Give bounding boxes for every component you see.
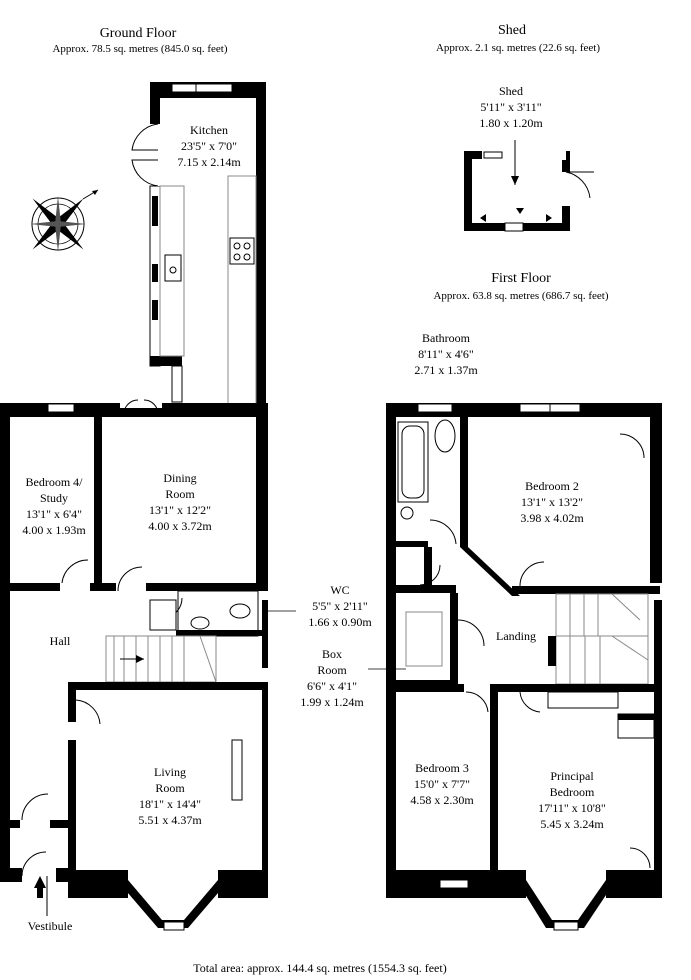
dining-dim-metric: 4.00 x 3.72m: [148, 519, 212, 533]
compass-rose-icon: [30, 189, 99, 252]
wc-dim-metric: 1.66 x 0.90m: [308, 615, 372, 629]
living-dim-imperial: 18'1" x 14'4": [139, 797, 201, 811]
shed-dim-imperial: 5'11" x 3'11": [480, 100, 541, 114]
dining-name: Dining: [163, 471, 196, 485]
first-floor-title: First Floor: [491, 271, 551, 286]
bathroom-name: Bathroom: [422, 331, 471, 345]
hall-name: Hall: [50, 634, 71, 648]
ground-floor-area: Approx. 78.5 sq. metres (845.0 sq. feet): [52, 43, 227, 55]
living-name: Living: [154, 765, 186, 779]
shed-area: Approx. 2.1 sq. metres (22.6 sq. feet): [436, 42, 600, 54]
bedroom3-dim-metric: 4.58 x 2.30m: [410, 793, 474, 807]
bedroom4-name: Bedroom 4/: [26, 475, 84, 489]
bedroom2-dim-imperial: 13'1" x 13'2": [521, 495, 583, 509]
ground-floor-plan: [0, 82, 268, 931]
first-floor-area: Approx. 63.8 sq. metres (686.7 sq. feet): [433, 290, 608, 302]
dining-dim-imperial: 13'1" x 12'2": [149, 503, 211, 517]
shed-dim-metric: 1.80 x 1.20m: [479, 116, 543, 130]
bedroom2-name: Bedroom 2: [525, 479, 579, 493]
bedroom3-dim-imperial: 15'0" x 7'7": [414, 777, 470, 791]
kitchen-name: Kitchen: [190, 123, 228, 137]
living-name-2: Room: [155, 781, 185, 795]
kitchen-dim-imperial: 23'5" x 7'0": [181, 139, 237, 153]
bedroom3-name: Bedroom 3: [415, 761, 469, 775]
boxroom-dim-imperial: 6'6" x 4'1": [307, 679, 357, 693]
first-floor-plan: [386, 403, 662, 931]
boxroom-name: Box: [322, 647, 342, 661]
kitchen-dim-metric: 7.15 x 2.14m: [177, 155, 241, 169]
principal-dim-imperial: 17'11" x 10'8": [538, 801, 606, 815]
principal-dim-metric: 5.45 x 3.24m: [540, 817, 604, 831]
principal-name-2: Bedroom: [550, 785, 595, 799]
living-dim-metric: 5.51 x 4.37m: [138, 813, 202, 827]
boxroom-dim-metric: 1.99 x 1.24m: [300, 695, 364, 709]
bathroom-dim-metric: 2.71 x 1.37m: [414, 363, 478, 377]
ground-floor-title: Ground Floor: [100, 26, 177, 41]
shed-name: Shed: [499, 84, 523, 98]
wc-name: WC: [330, 583, 349, 597]
shed-plan: [464, 140, 594, 232]
bedroom2-dim-metric: 3.98 x 4.02m: [520, 511, 584, 525]
principal-name: Principal: [550, 769, 594, 783]
total-area: Total area: approx. 144.4 sq. metres (15…: [193, 961, 446, 975]
vestibule-name: Vestibule: [28, 919, 73, 933]
shed-title: Shed: [498, 23, 526, 38]
wc-dim-imperial: 5'5" x 2'11": [312, 599, 368, 613]
dining-name-2: Room: [165, 487, 195, 501]
bathroom-dim-imperial: 8'11" x 4'6": [418, 347, 474, 361]
bedroom4-dim-metric: 4.00 x 1.93m: [22, 523, 86, 537]
bedroom4-dim-imperial: 13'1" x 6'4": [26, 507, 82, 521]
boxroom-name-2: Room: [317, 663, 347, 677]
bedroom4-name-2: Study: [40, 491, 68, 505]
landing-name: Landing: [496, 629, 536, 643]
